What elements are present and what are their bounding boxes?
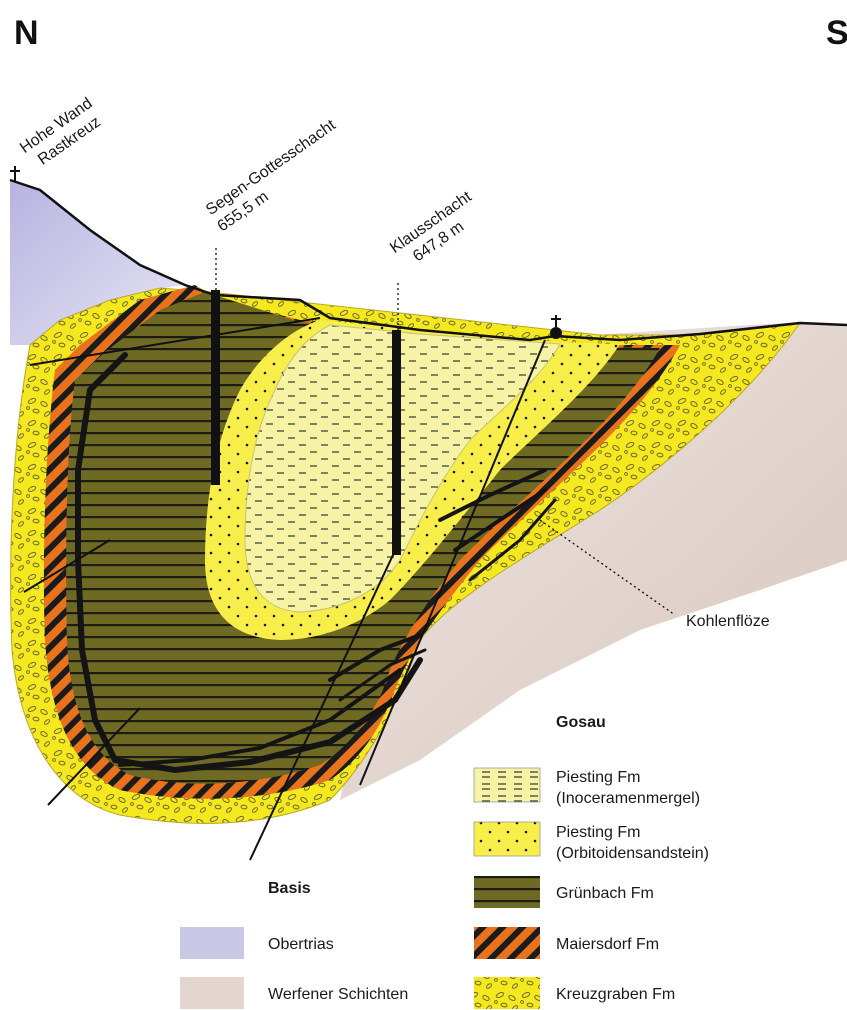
cross-section-body: [10, 166, 847, 860]
shaft2-label: Klausschacht 647,8 m: [387, 188, 487, 273]
legend-swatch-obertrias: [180, 927, 244, 959]
legend-kreuzgraben-label: Kreuzgraben Fm: [556, 986, 675, 1003]
legend-swatch-kreuzgraben: [474, 977, 540, 1009]
legend-inoceramenmergel-line1: Piesting Fm: [556, 769, 640, 786]
segen-gottesschacht-shaft: [211, 290, 220, 485]
church-icon: [550, 315, 562, 339]
coal-seams-label: Kohlenflöze: [686, 613, 770, 630]
legend-orbitoidensandstein-line2: (Orbitoidensandstein): [556, 845, 709, 862]
legend-gruenbach-label: Grünbach Fm: [556, 885, 654, 902]
shaft1-name: Segen-Gottesschacht: [203, 116, 339, 218]
legend-inoceramenmergel-line2: (Inoceramenmergel): [556, 790, 700, 807]
legend-gosau-title: Gosau: [556, 714, 606, 731]
legend-obertrias-label: Obertrias: [268, 936, 334, 953]
shaft1-label: Segen-Gottesschacht 655,5 m: [203, 116, 351, 235]
legend-werfener-label: Werfener Schichten: [268, 986, 408, 1003]
legend-swatch-werfener: [180, 977, 244, 1009]
legend-swatch-inoceramenmergel: [474, 768, 540, 802]
legend-maiersdorf-label: Maiersdorf Fm: [556, 936, 659, 953]
legend-orbitoidensandstein-line1: Piesting Fm: [556, 824, 640, 841]
legend-swatch-orbitoidensandstein: [474, 822, 540, 856]
south-label: S: [826, 14, 847, 52]
legend-basis-title: Basis: [268, 880, 311, 897]
klausschacht-shaft: [392, 330, 401, 555]
legend-swatch-gruenbach: [474, 876, 540, 908]
hohe-wand-label: Hohe Wand Rastkreuz: [17, 95, 107, 173]
north-label: N: [14, 14, 39, 52]
legend-swatch-maiersdorf: [474, 927, 540, 959]
